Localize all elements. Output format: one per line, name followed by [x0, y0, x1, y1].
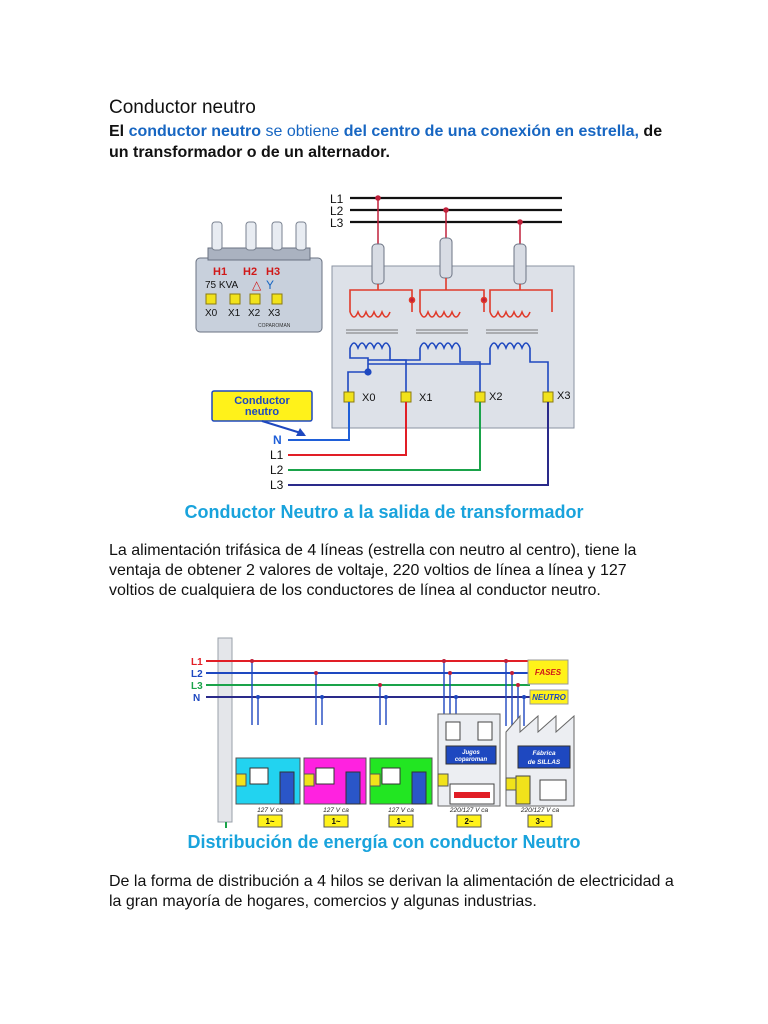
phase-marks: 1~ 1~ 1~ 2~ 3~ [257, 814, 553, 828]
callout-line-1: Conductor [234, 395, 290, 407]
plate-x0: X0 [205, 308, 218, 319]
out-label-l1: L1 [270, 448, 284, 462]
transformer-diagram: L1 L2 L3 H1 H2 H3 75 KVA △ Y X0 X1 X2 X3… [195, 192, 575, 492]
house-3 [369, 757, 433, 805]
neutro-label: NEUTRO [532, 693, 567, 702]
factory-sign-line-2: de SILLAS [528, 759, 561, 766]
neutral-callout: Conductor neutro [211, 390, 313, 436]
out-label-n: N [273, 433, 282, 447]
secondary-windings [347, 342, 549, 398]
top-lines: L1 L2 L3 [330, 192, 562, 244]
line-labels: L1 L2 L3 N [191, 657, 203, 704]
voltage-label: 127 V ca [323, 807, 349, 814]
line-label-n: N [193, 693, 200, 704]
voltage-label: 127 V ca [388, 807, 414, 814]
plate-brand: COPAROMAN [258, 323, 291, 329]
plate-x2: X2 [248, 308, 261, 319]
bushings [371, 237, 527, 285]
phase-mark: 1~ [265, 817, 274, 826]
factory-sign-line-1: Fábrica [532, 750, 556, 757]
tank-terminals: X0 X1 X2 X3 [343, 390, 570, 404]
tap-dots [250, 659, 526, 699]
lead-term-star: del centro de una conexión en estrella, [343, 123, 639, 140]
core-lines [346, 329, 538, 334]
lead-paragraph: El conductor neutro se obtiene del centr… [109, 121, 669, 163]
output-wires [288, 402, 549, 486]
plate-x1: X1 [228, 308, 241, 319]
plate-h3: H3 [266, 266, 280, 278]
transformer-tank [331, 265, 575, 429]
paragraph-distribution: De la forma de distribución a 4 hilos se… [109, 873, 674, 910]
top-line-label: L3 [330, 216, 344, 230]
shop-sign-line-2: coparoman [455, 757, 488, 763]
delta-icon: △ [252, 278, 262, 292]
top-line-label: L1 [330, 192, 344, 206]
plate-rating: 75 KVA [205, 280, 238, 291]
terminal-x1: X1 [419, 392, 432, 404]
chair-factory: Fábrica de SILLAS [505, 714, 575, 807]
page-title: Conductor neutro [109, 97, 256, 118]
primary-windings [349, 278, 553, 318]
fases-box [527, 659, 569, 685]
voltage-label: 220/127 V ca [449, 807, 489, 814]
caption-transformer: Conductor Neutro a la salida de transfor… [184, 502, 584, 522]
transformer-illustration: H1 H2 H3 75 KVA △ Y X0 X1 X2 X3 COPAROMA… [195, 221, 323, 333]
neutro-box [529, 689, 569, 705]
line-label-l3: L3 [191, 681, 203, 692]
lead-text-2: se obtiene [265, 123, 340, 140]
voltage-label: 220/127 V ca [520, 807, 560, 814]
phase-mark: 2~ [464, 817, 473, 826]
out-label-l3: L3 [270, 478, 284, 492]
lead-term-neutral: conductor neutro [128, 123, 262, 140]
lead-text-1: El [109, 123, 125, 140]
plate-x3: X3 [268, 308, 281, 319]
phase-mark: 1~ [396, 817, 405, 826]
distribution-lines [206, 660, 530, 698]
distribution-diagram: L1 L2 L3 N FASES NEUTRO [191, 637, 575, 828]
output-labels: N L1 L2 L3 [270, 433, 284, 492]
juice-shop: Jugos coparoman [437, 713, 501, 807]
top-line-label: L2 [330, 204, 344, 218]
plate-h2: H2 [243, 266, 257, 278]
caption-distribution: Distribución de energía con conductor Ne… [187, 832, 581, 852]
out-label-l2: L2 [270, 463, 284, 477]
fases-label: FASES [535, 668, 562, 677]
meters [235, 773, 517, 791]
utility-pole [217, 637, 233, 823]
voltage-label: 127 V ca [257, 807, 283, 814]
star-y-icon: Y [266, 278, 274, 292]
terminal-x3: X3 [557, 390, 570, 402]
service-drops [251, 661, 525, 726]
terminal-x2: X2 [489, 391, 502, 403]
plate-h1: H1 [213, 266, 227, 278]
phase-mark: 1~ [331, 817, 340, 826]
lead-text-3: de un transformador o de un alternador. [109, 123, 663, 161]
terminal-x0: X0 [362, 392, 375, 404]
house-1 [235, 757, 301, 805]
phase-mark: 3~ [535, 817, 544, 826]
line-label-l1: L1 [191, 657, 203, 668]
line-label-l2: L2 [191, 669, 203, 680]
shop-sign-line-1: Jugos [462, 750, 480, 756]
paragraph-voltages: La alimentación trifásica de 4 líneas (e… [109, 542, 637, 599]
voltage-labels: 127 V ca 127 V ca 127 V ca 220/127 V ca … [257, 807, 559, 814]
callout-line-2: neutro [245, 406, 280, 418]
